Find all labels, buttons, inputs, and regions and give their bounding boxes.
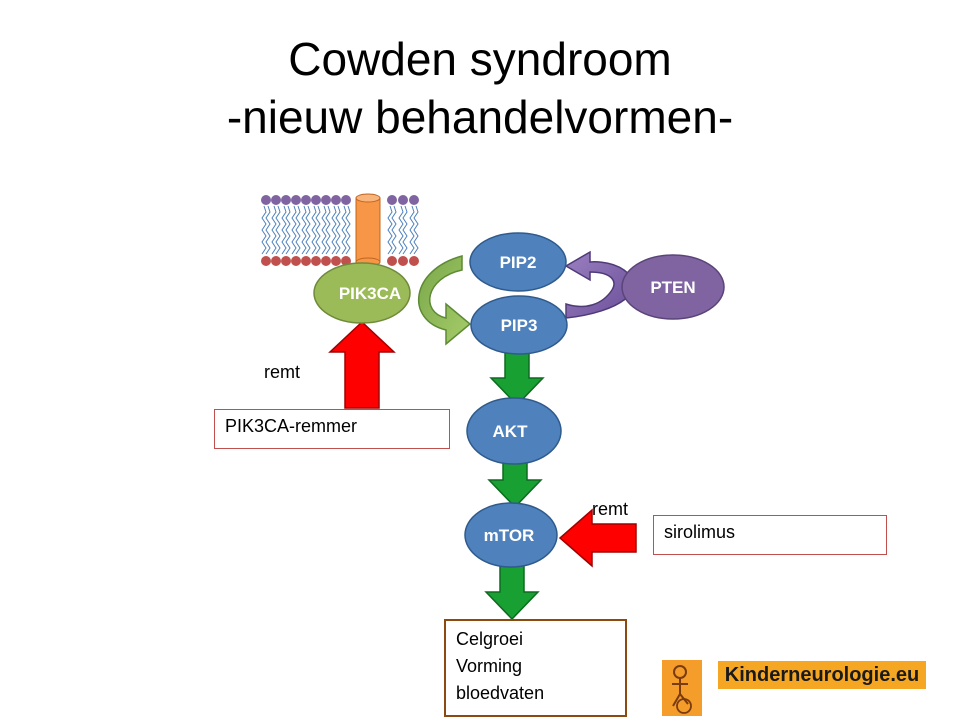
arrow-mtor-to-outcome	[484, 565, 540, 621]
lipid-head-top	[341, 195, 351, 205]
pik3ca-inhibitor-label: PIK3CA-remmer	[225, 416, 358, 436]
lipid-head-bottom	[398, 256, 408, 266]
lipid-head-bottom	[271, 256, 281, 266]
outcome-box: Celgroei Vorming bloedvaten	[444, 619, 627, 717]
inhibition-arrow-pik3ca	[328, 320, 396, 409]
node-mtor-label: mTOR	[484, 526, 535, 545]
lipid-head-bottom	[311, 256, 321, 266]
lipid-head-top	[311, 195, 321, 205]
logo-figure-icon	[662, 660, 702, 716]
curved-arrow-pip2-to-pip3	[417, 255, 472, 346]
outcome-line-2: Vorming	[456, 656, 523, 676]
lipid-head-bottom	[281, 256, 291, 266]
node-mtor: mTOR	[464, 502, 558, 568]
pik3ca-inhibitor-box: PIK3CA-remmer	[214, 409, 450, 449]
node-pten-label: PTEN	[650, 278, 695, 297]
node-akt: AKT	[466, 397, 562, 465]
lipid-head-bottom	[291, 256, 301, 266]
node-pik3ca: PIK3CA	[313, 262, 411, 324]
lipid-head-top	[321, 195, 331, 205]
lipid-head-bottom	[387, 256, 397, 266]
lipid-head-bottom	[321, 256, 331, 266]
lipid-head-bottom	[331, 256, 341, 266]
lipid-tail	[291, 205, 301, 255]
logo-text[interactable]: Kinderneurologie.eu	[718, 661, 926, 689]
lipid-head-bottom	[409, 256, 419, 266]
node-pten: PTEN	[621, 254, 725, 320]
lipid-tail	[281, 205, 291, 255]
remt-label-mtor: remt	[592, 499, 628, 519]
outcome-line-3: bloedvaten	[456, 683, 545, 703]
lipid-head-top	[398, 195, 408, 205]
lipid-head-bottom	[261, 256, 271, 266]
sirolimus-label: sirolimus	[664, 522, 736, 542]
node-pip3-label: PIP3	[501, 316, 538, 335]
lipid-head-top	[387, 195, 397, 205]
lipid-head-top	[291, 195, 301, 205]
lipid-tail	[341, 205, 351, 255]
lipid-head-top	[281, 195, 291, 205]
inhibition-arrow-mtor	[558, 508, 637, 568]
node-akt-label: AKT	[493, 422, 529, 441]
slide-title: Cowden syndroom -nieuw behandelvormen-	[0, 30, 960, 146]
lipid-tail	[271, 205, 281, 255]
sirolimus-box: sirolimus	[653, 515, 887, 555]
lipid-head-top	[409, 195, 419, 205]
lipid-head-top	[271, 195, 281, 205]
lipid-tail	[321, 205, 331, 255]
arrow-pip3-to-akt	[489, 352, 545, 407]
lipid-tail	[331, 205, 341, 255]
remt-label-pik3ca: remt	[264, 362, 300, 382]
lipid-head-top	[331, 195, 341, 205]
node-pip2-label: PIP2	[500, 253, 537, 272]
receptor-icon	[355, 193, 381, 267]
lipid-tail	[398, 205, 408, 255]
node-pik3ca-label: PIK3CA	[339, 284, 401, 303]
lipid-tail	[301, 205, 311, 255]
lipid-tail	[311, 205, 321, 255]
title-line-2: -nieuw behandelvormen-	[226, 91, 734, 143]
lipid-tail	[409, 205, 419, 255]
lipid-tail	[261, 205, 271, 255]
cell-membrane	[261, 195, 419, 266]
title-line-1: Cowden syndroom	[288, 33, 672, 85]
lipid-head-top	[261, 195, 271, 205]
lipid-tail	[387, 205, 397, 255]
lipid-head-bottom	[301, 256, 311, 266]
node-pip2: PIP2	[469, 232, 567, 292]
outcome-line-1: Celgroei	[456, 629, 524, 649]
node-pip3: PIP3	[470, 295, 568, 355]
lipid-head-top	[301, 195, 311, 205]
